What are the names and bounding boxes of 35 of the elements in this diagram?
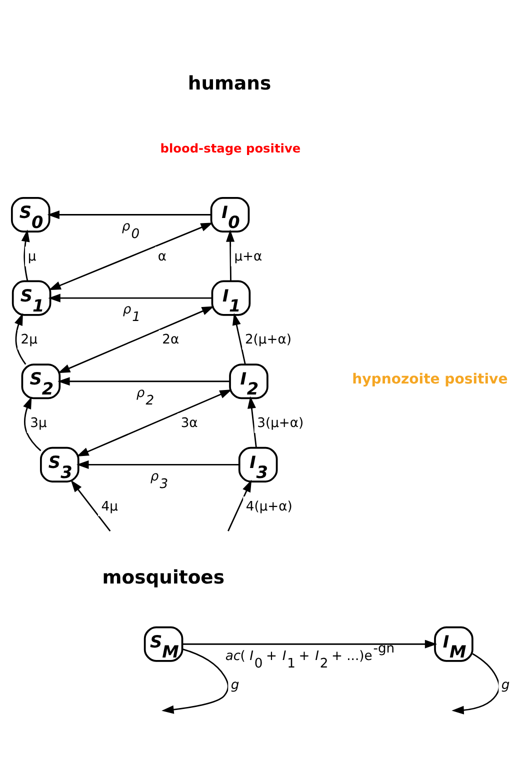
arrow [21,229,30,281]
label: humans [188,72,272,94]
arrow [48,222,213,290]
arrow [76,389,232,456]
arrow [23,396,42,451]
edge-label: 3μ [30,415,47,430]
arrow [58,306,214,373]
arrow [70,480,111,532]
edge-label: 2α [162,332,180,348]
arrow [232,312,246,364]
label: mosquitoes [102,566,225,588]
arrow [226,229,235,281]
arrow [47,210,212,219]
arrow [14,312,26,364]
label: blood-stage positive [160,140,301,155]
edge-label: α [158,248,167,264]
arrow [228,479,252,531]
edge-label: g [230,677,240,692]
arrow [452,652,500,714]
arrow [162,648,229,714]
edge-label: 4μ [101,498,118,514]
edge-label: 2(μ+α) [244,332,292,348]
edge-label: 3α [180,415,198,430]
edge-label: 3(μ+α) [257,415,304,430]
arrow [247,396,257,448]
edge-label: g [501,677,510,692]
arrow [58,376,230,386]
label: hypnozoite positive [352,371,508,388]
arrow [76,460,240,468]
edge-label: μ+α [234,248,262,264]
arrow [48,293,212,302]
arrow [182,639,438,648]
edge-label: 4(μ+α) [246,498,292,514]
edge-label: 2μ [20,332,38,348]
edge-label: μ [28,248,36,264]
